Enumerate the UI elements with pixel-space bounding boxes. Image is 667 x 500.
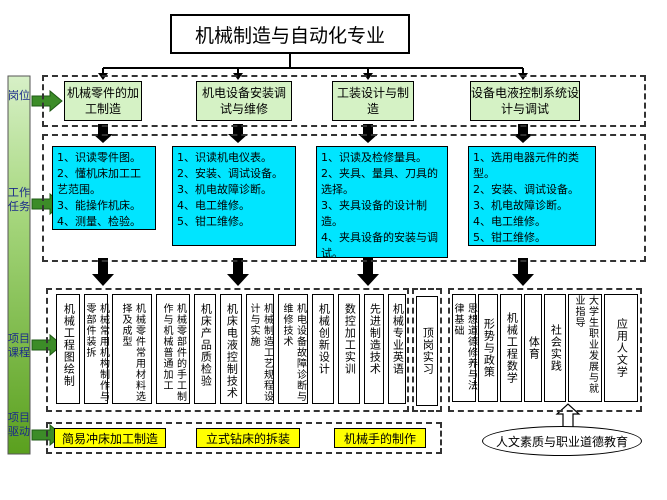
course-label: 数控加工实训	[343, 303, 357, 375]
course-label: 机械常用机构制作与零部件装拆	[84, 303, 109, 402]
internship-label: 顶岗实习	[421, 327, 435, 375]
general-course-label: 应用人文学	[615, 318, 629, 378]
down-arrows-row2	[92, 258, 534, 286]
internship-group	[412, 288, 442, 412]
label-drive: 项目驱动	[8, 411, 30, 438]
course-label: 机械制造工艺规程设计与实施	[248, 303, 273, 402]
courses-group	[46, 288, 409, 412]
course-box: 机电设备故障诊断与维修技术	[278, 294, 308, 404]
general-course-box: 应用人文学	[604, 294, 638, 402]
course-box: 机床产品质检验	[194, 294, 216, 404]
course-box: 机械工程图绘制	[56, 294, 80, 404]
task-box: 1、识读机电仪表。 2、安装、调试设备。 3、机电故障诊断。 4、电工维修。 5…	[172, 146, 296, 246]
position-box: 设备电液控制系统设计与调试	[470, 81, 580, 121]
task-box: 1、选用电器元件的类型。 2、安装、调试设备。 3、机电故障诊断。 4、电工维修…	[468, 146, 596, 246]
course-box: 机械常用机构制作与零部件装拆	[84, 294, 109, 404]
drive-project-box: 简易冲床加工制造	[54, 428, 166, 448]
positions-group	[42, 75, 646, 127]
course-label: 机械零部件的手工制作与机械普通加工	[161, 303, 186, 402]
label-courses: 项目课程	[8, 332, 30, 359]
general-course-box: 机械工程数学	[500, 294, 522, 402]
general-course-label: 大学生职业发展与就业指导	[573, 295, 598, 394]
label-position: 岗位	[8, 89, 30, 103]
general-course-label: 社会实践	[549, 324, 563, 372]
general-course-box: 体育	[524, 294, 542, 402]
task-box: 1、识读及检修量具。 2、夹具、量具、刀具的选择。 3、夹具设备的设计制造。 4…	[316, 146, 448, 260]
course-box: 机械零部件的手工制作与机械普通加工	[156, 294, 190, 404]
drive-project-box: 立式钻床的拆装	[196, 428, 300, 448]
course-label: 机械零件常用材料选择及成型	[120, 303, 145, 402]
drive-project-box: 机械手的制作	[334, 428, 426, 448]
course-box: 先进制造技术	[364, 294, 384, 404]
course-box: 机械零件常用材料选择及成型	[112, 294, 152, 404]
course-box: 数控加工实训	[338, 294, 360, 404]
title-connector	[103, 54, 523, 69]
general-course-box: 大学生职业发展与就业指导	[568, 294, 602, 402]
general-course-label: 形势与政策	[482, 318, 496, 378]
label-tasks: 工作任务	[8, 186, 30, 213]
course-label: 机械创新设计	[317, 303, 331, 375]
left-gradient-bar	[7, 75, 31, 455]
task-box: 1、识读零件图。 2、懂机床加工工艺范围。 3、能操作机床。 4、测量、检验。	[52, 146, 156, 230]
position-box: 机电设备安装调试与维修	[196, 81, 292, 121]
general-course-label: 机械工程数学	[505, 312, 519, 384]
course-label: 先进制造技术	[368, 303, 382, 375]
down-arrows-row1	[93, 124, 533, 143]
general-course-box: 形势与政策	[478, 294, 498, 402]
course-label: 机床电液控制技术	[225, 303, 239, 399]
internship-box: 顶岗实习	[416, 296, 438, 406]
general-course-label: 体育	[527, 336, 541, 360]
general-courses-group	[448, 288, 642, 412]
course-label: 机电设备故障诊断与维修技术	[281, 303, 306, 402]
course-box: 机械专业英语	[388, 294, 406, 404]
course-label: 机械工程图绘制	[62, 303, 76, 387]
position-box: 机械零件的加工制造	[64, 81, 142, 121]
general-course-label: 思想道德修养与法律基础	[452, 303, 477, 391]
humanities-ellipse: 人文素质与职业道德教育	[482, 426, 642, 456]
general-course-box: 思想道德修养与法律基础	[452, 294, 477, 402]
tasks-group	[42, 134, 646, 262]
course-box: 机床电液控制技术	[220, 294, 242, 404]
course-label: 机械专业英语	[391, 303, 405, 375]
drive-group	[46, 422, 442, 454]
course-label: 机床产品质检验	[199, 303, 213, 387]
course-box: 机械创新设计	[312, 294, 334, 404]
page-title: 机械制造与自动化专业	[170, 14, 410, 54]
position-box: 工装设计与制造	[332, 81, 414, 121]
course-box: 机械制造工艺规程设计与实施	[246, 294, 274, 404]
general-course-box: 社会实践	[544, 294, 566, 402]
